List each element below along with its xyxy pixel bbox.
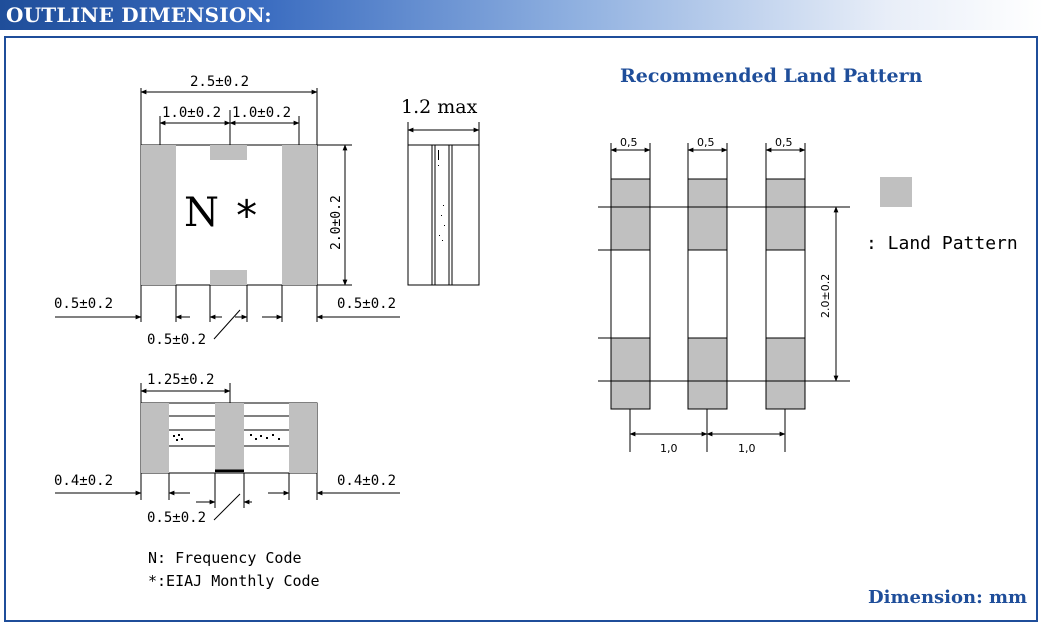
land-pitch-2: 1,0	[738, 442, 756, 455]
side-view-dots	[438, 150, 445, 241]
legend-monthly-code: *:EIAJ Monthly Code	[148, 572, 320, 590]
land-pad-width-3: 0,5	[775, 136, 793, 149]
bottom-right-term-label: 0.4±0.2	[337, 473, 396, 489]
top-overall-width-label: 2.5±0.2	[190, 74, 249, 90]
top-left-term-label: 0.5±0.2	[54, 296, 113, 312]
legend-frequency-code: N: Frequency Code	[148, 549, 302, 567]
top-view	[55, 88, 400, 340]
top-right-half-label: 1.0±0.2	[232, 105, 291, 121]
section-title: OUTLINE DIMENSION:	[6, 3, 272, 27]
land-pattern-legend-label: : Land Pattern	[866, 233, 1018, 254]
land-pad-width-2: 0,5	[697, 136, 715, 149]
land-pitch-1: 1,0	[660, 442, 678, 455]
land-pattern-swatch	[880, 177, 912, 207]
top-mark-star: *	[234, 191, 259, 240]
side-max-height-label: 1.2 max	[401, 96, 478, 118]
bottom-center-term-label: 0.5±0.2	[147, 510, 206, 526]
top-height-label: 2.0±0.2	[329, 195, 344, 250]
bottom-view	[55, 383, 400, 521]
top-mark-n: N	[184, 190, 219, 236]
units-label: Dimension: mm	[868, 587, 1027, 608]
header-bar: OUTLINE DIMENSION:	[0, 0, 1044, 30]
top-center-term-label: 0.5±0.2	[147, 332, 206, 348]
bottom-view-dots	[173, 434, 280, 441]
top-left-half-label: 1.0±0.2	[162, 105, 221, 121]
land-pattern-drawing	[598, 143, 850, 452]
land-pad-width-1: 0,5	[620, 136, 638, 149]
top-right-term-label: 0.5±0.2	[337, 296, 396, 312]
land-height-label: 2.0±0.2	[819, 274, 832, 318]
land-pattern-title: Recommended Land Pattern	[620, 65, 923, 87]
side-view	[407, 122, 480, 286]
bottom-left-term-label: 0.4±0.2	[54, 473, 113, 489]
bottom-width-label: 1.25±0.2	[147, 372, 214, 388]
diagram-frame	[4, 36, 1038, 622]
